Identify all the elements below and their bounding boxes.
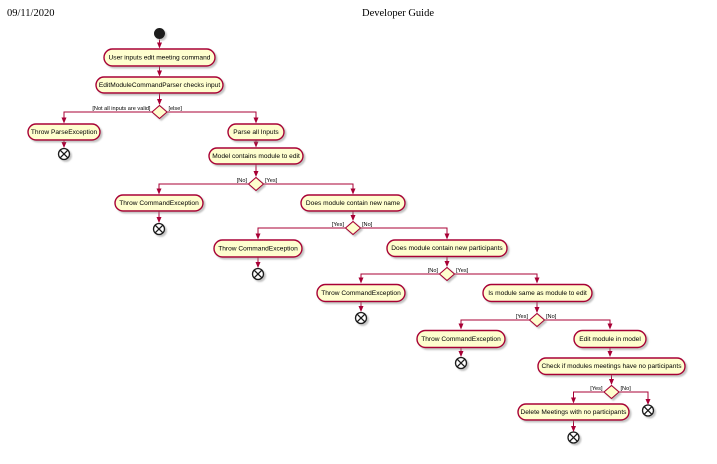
end-node-no-empty-meetings [641,404,655,417]
activity-module-same-as-edit: Is module same as module to edit [482,283,593,303]
end-x-icon [643,406,653,415]
edge-participants-no-to-throw-cmd3 [358,273,440,284]
decision-new-participants [438,266,456,282]
activity-label: Throw CommandException [321,290,401,297]
edge-name-yes-to-throw-cmd2 [255,227,346,240]
activity-throw-command-exception-2: Throw CommandException [213,239,303,258]
activity-model-contains-module: Model contains module to edit [208,147,304,165]
activity-box [103,48,216,67]
activity-box [95,76,224,94]
start-node [154,28,165,39]
activity-box [114,194,204,212]
guard-label: [Yes] [516,314,529,320]
activity-label: Does module contain new name [306,200,401,207]
guard-label: [Not all inputs are valid] [92,106,151,112]
activity-box [416,329,506,349]
edge-meetings-yes-to-delete [571,391,604,404]
activity-label: Model contains module to edit [212,153,300,160]
edge-valid-else-to-parse-inputs [167,111,259,124]
activity-label: Check if modules meetings have no partic… [541,363,682,370]
guard-label: [else] [169,106,183,112]
activity-module-contains-new-name: Does module contain new name [300,194,406,212]
activity-label: Throw CommandException [218,246,298,253]
decision-inputs-valid [151,104,168,120]
end-x-icon [456,358,466,368]
activity-box [573,329,647,349]
guard-label: [Yes] [456,268,469,274]
activity-check-meetings-no-participants: Check if modules meetings have no partic… [537,357,686,376]
activity-label: EditModuleCommandParser checks input [99,82,220,89]
end-node-parse-exception [57,147,71,161]
activity-box [27,123,101,141]
end-x-icon [59,149,69,159]
end-node-delete-meetings [567,431,580,444]
guard-label: [No] [428,268,439,274]
activity-user-inputs-command: User inputs edit meeting command [103,48,216,67]
edge-meetings-no-to-end [619,391,651,405]
decision-meetings-empty [603,384,620,400]
end-node-command-exception-1 [152,222,166,236]
activity-label: Throw CommandException [421,336,501,343]
guard-label: [No] [621,386,632,392]
guard-label: [Yes] [332,222,345,228]
end-x-icon [356,313,366,323]
end-x-icon [253,269,263,279]
activity-label: Parse all Inputs [233,129,279,136]
activity-label: Is module same as module to edit [488,290,587,297]
activity-box [537,357,686,376]
activity-parse-all-inputs: Parse all Inputs [227,123,285,141]
activity-label: Throw ParseException [31,129,98,136]
end-x-icon [154,224,164,234]
end-node-command-exception-4 [454,356,468,370]
activity-box [482,283,593,303]
decision-module-same [528,312,546,328]
activity-box [227,123,285,141]
activity-label: Delete Meetings with no participants [521,409,628,416]
activity-edit-module-in-model: Edit module in model [573,329,647,349]
activity-box [208,147,304,165]
edge-participants-yes-to-module-same [454,273,540,284]
activity-box [300,194,406,212]
header-title: Developer Guide [362,8,435,19]
activity-throw-parse-exception: Throw ParseException [27,123,101,141]
edge-model-yes-to-new-name [263,183,356,195]
activity-label: Edit module in model [579,336,641,343]
end-node-command-exception-2 [251,267,265,281]
activity-box [386,239,508,258]
edge-same-yes-to-throw-cmd4 [458,319,530,330]
activity-box [213,239,303,258]
guard-label: [Yes] [265,178,278,184]
activity-box [316,283,406,303]
activity-parser-checks-input: EditModuleCommandParser checks input [95,76,224,94]
guard-label: [No] [362,222,373,228]
edge-model-no-to-throw-cmd1 [156,183,249,195]
decision-new-name [344,220,362,236]
edge-valid-no-to-throw-parse [61,111,152,124]
guard-labels: [Not all inputs are valid] [else] [No] [… [92,106,631,392]
activity-box [517,403,630,421]
activity-module-contains-new-participants: Does module contain new participants [386,239,508,258]
end-node-command-exception-3 [354,311,368,325]
edge-same-no-to-edit-module [544,319,613,330]
activity-throw-command-exception-1: Throw CommandException [114,194,204,212]
decision-model-contains-module [247,176,265,192]
activity-delete-meetings: Delete Meetings with no participants [517,403,630,421]
edge-name-no-to-new-participants [360,227,450,240]
activity-label: User inputs edit meeting command [109,55,211,62]
guard-label: [No] [546,314,557,320]
guard-label: [Yes] [590,386,603,392]
activity-throw-command-exception-3: Throw CommandException [316,283,406,303]
end-x-icon [569,433,578,442]
header-date: 09/11/2020 [7,8,55,19]
activity-label: Throw CommandException [119,200,199,207]
flow-edges [61,39,651,432]
guard-label: [No] [237,178,248,184]
activity-label: Does module contain new participants [391,245,503,252]
activity-throw-command-exception-4: Throw CommandException [416,329,506,349]
